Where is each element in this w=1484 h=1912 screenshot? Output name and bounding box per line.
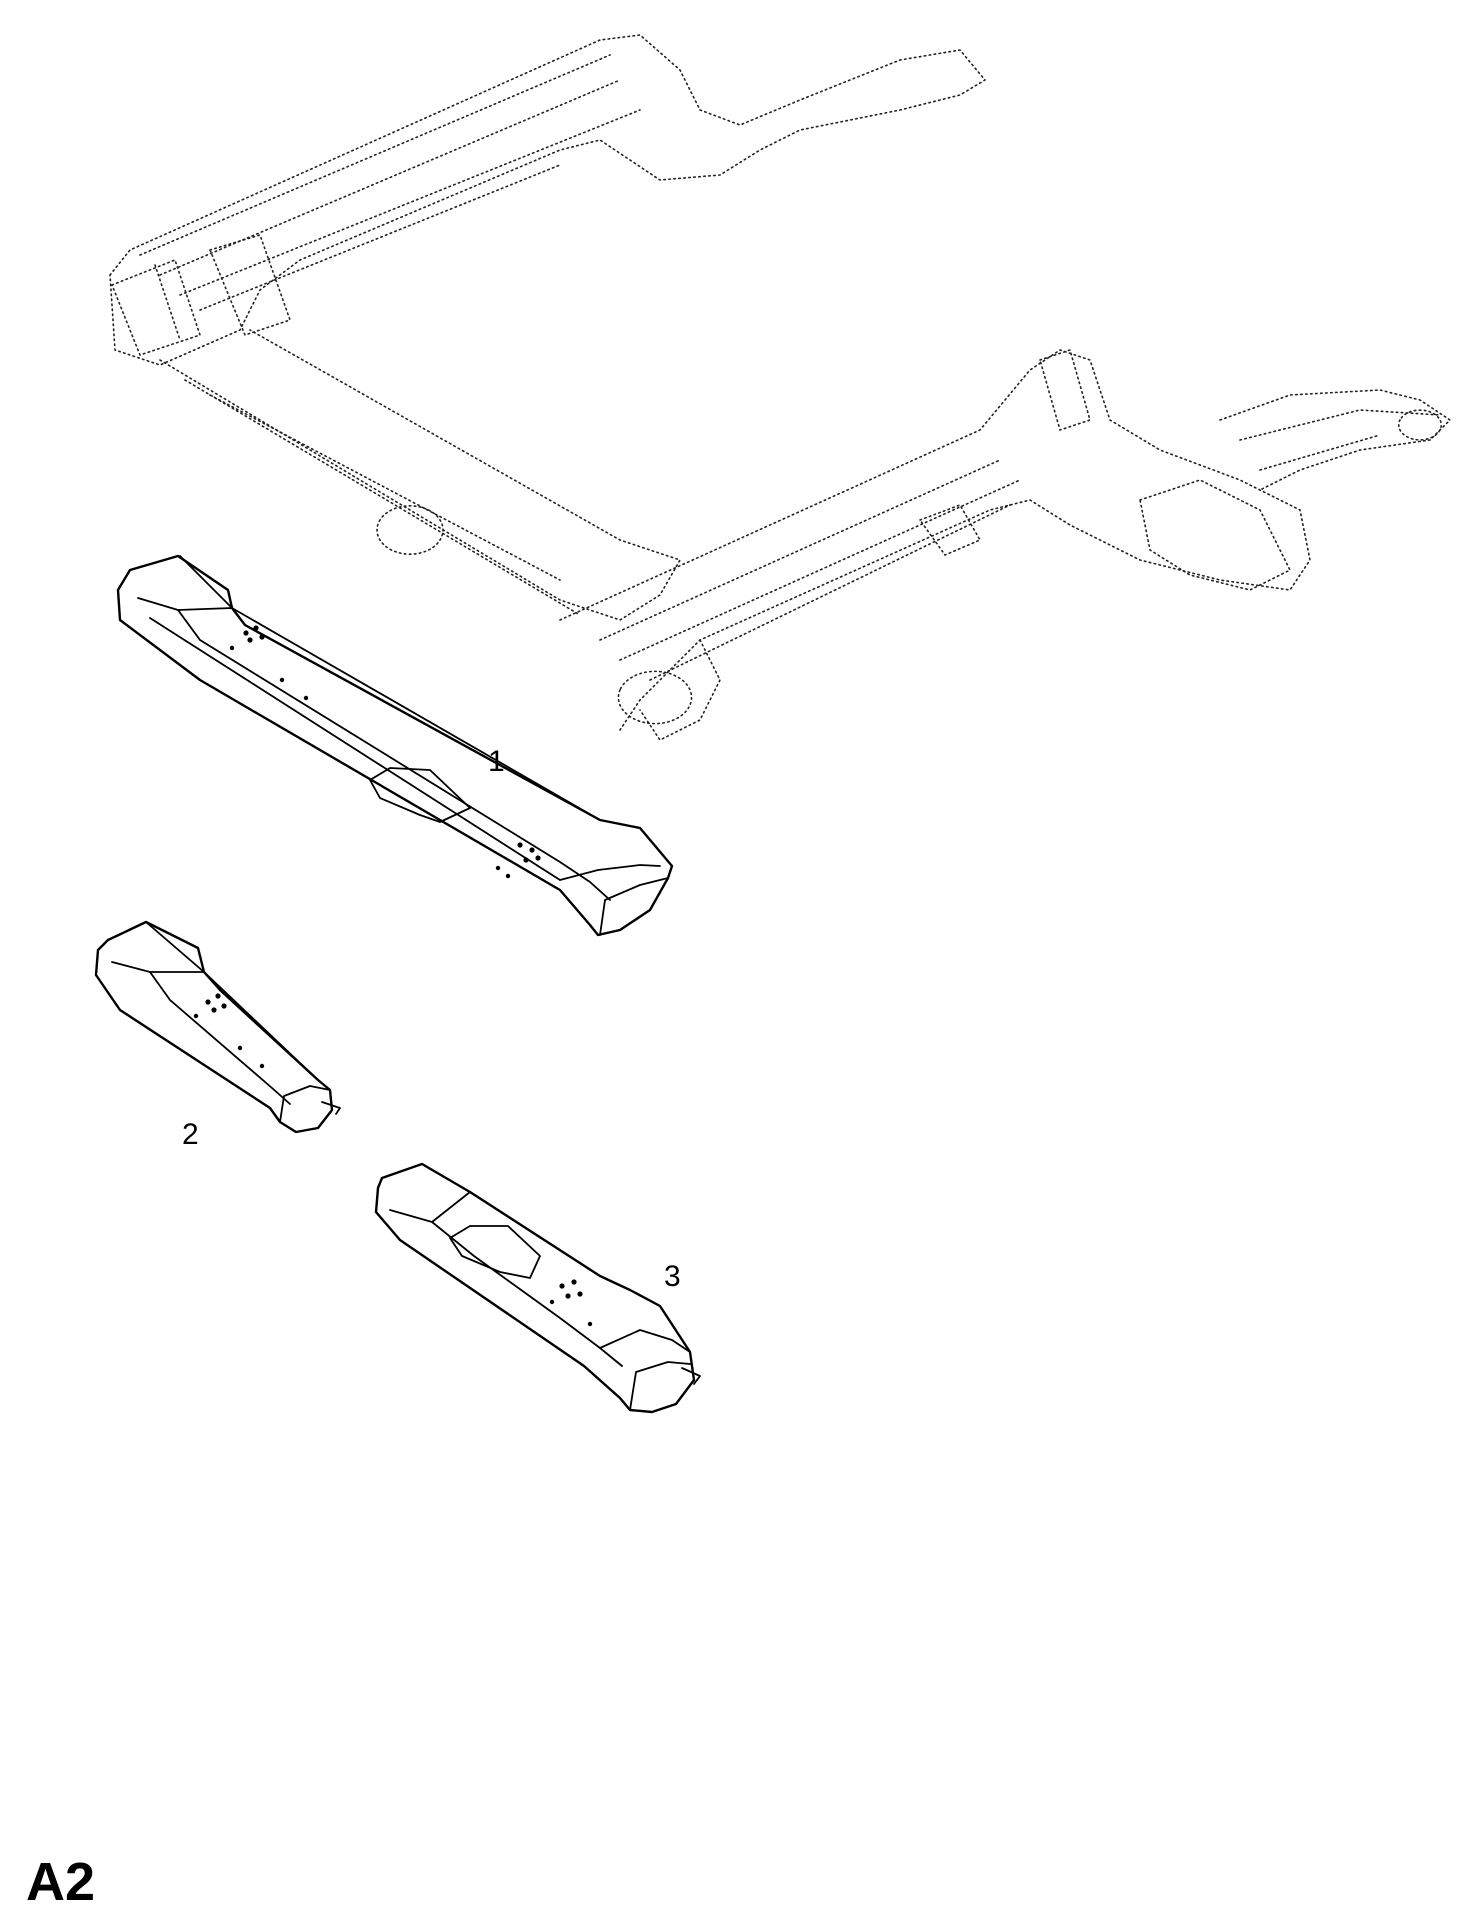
part-2-short-member [94, 920, 341, 1134]
part-1-cross-member [116, 554, 674, 937]
chassis-frame-ghost [109, 34, 1451, 741]
page-code: A2 [26, 1852, 95, 1912]
callout-1: 1 [488, 745, 505, 778]
callout-3: 3 [664, 1260, 681, 1293]
part-3-medium-member [374, 1162, 701, 1414]
callout-2: 2 [182, 1118, 199, 1151]
